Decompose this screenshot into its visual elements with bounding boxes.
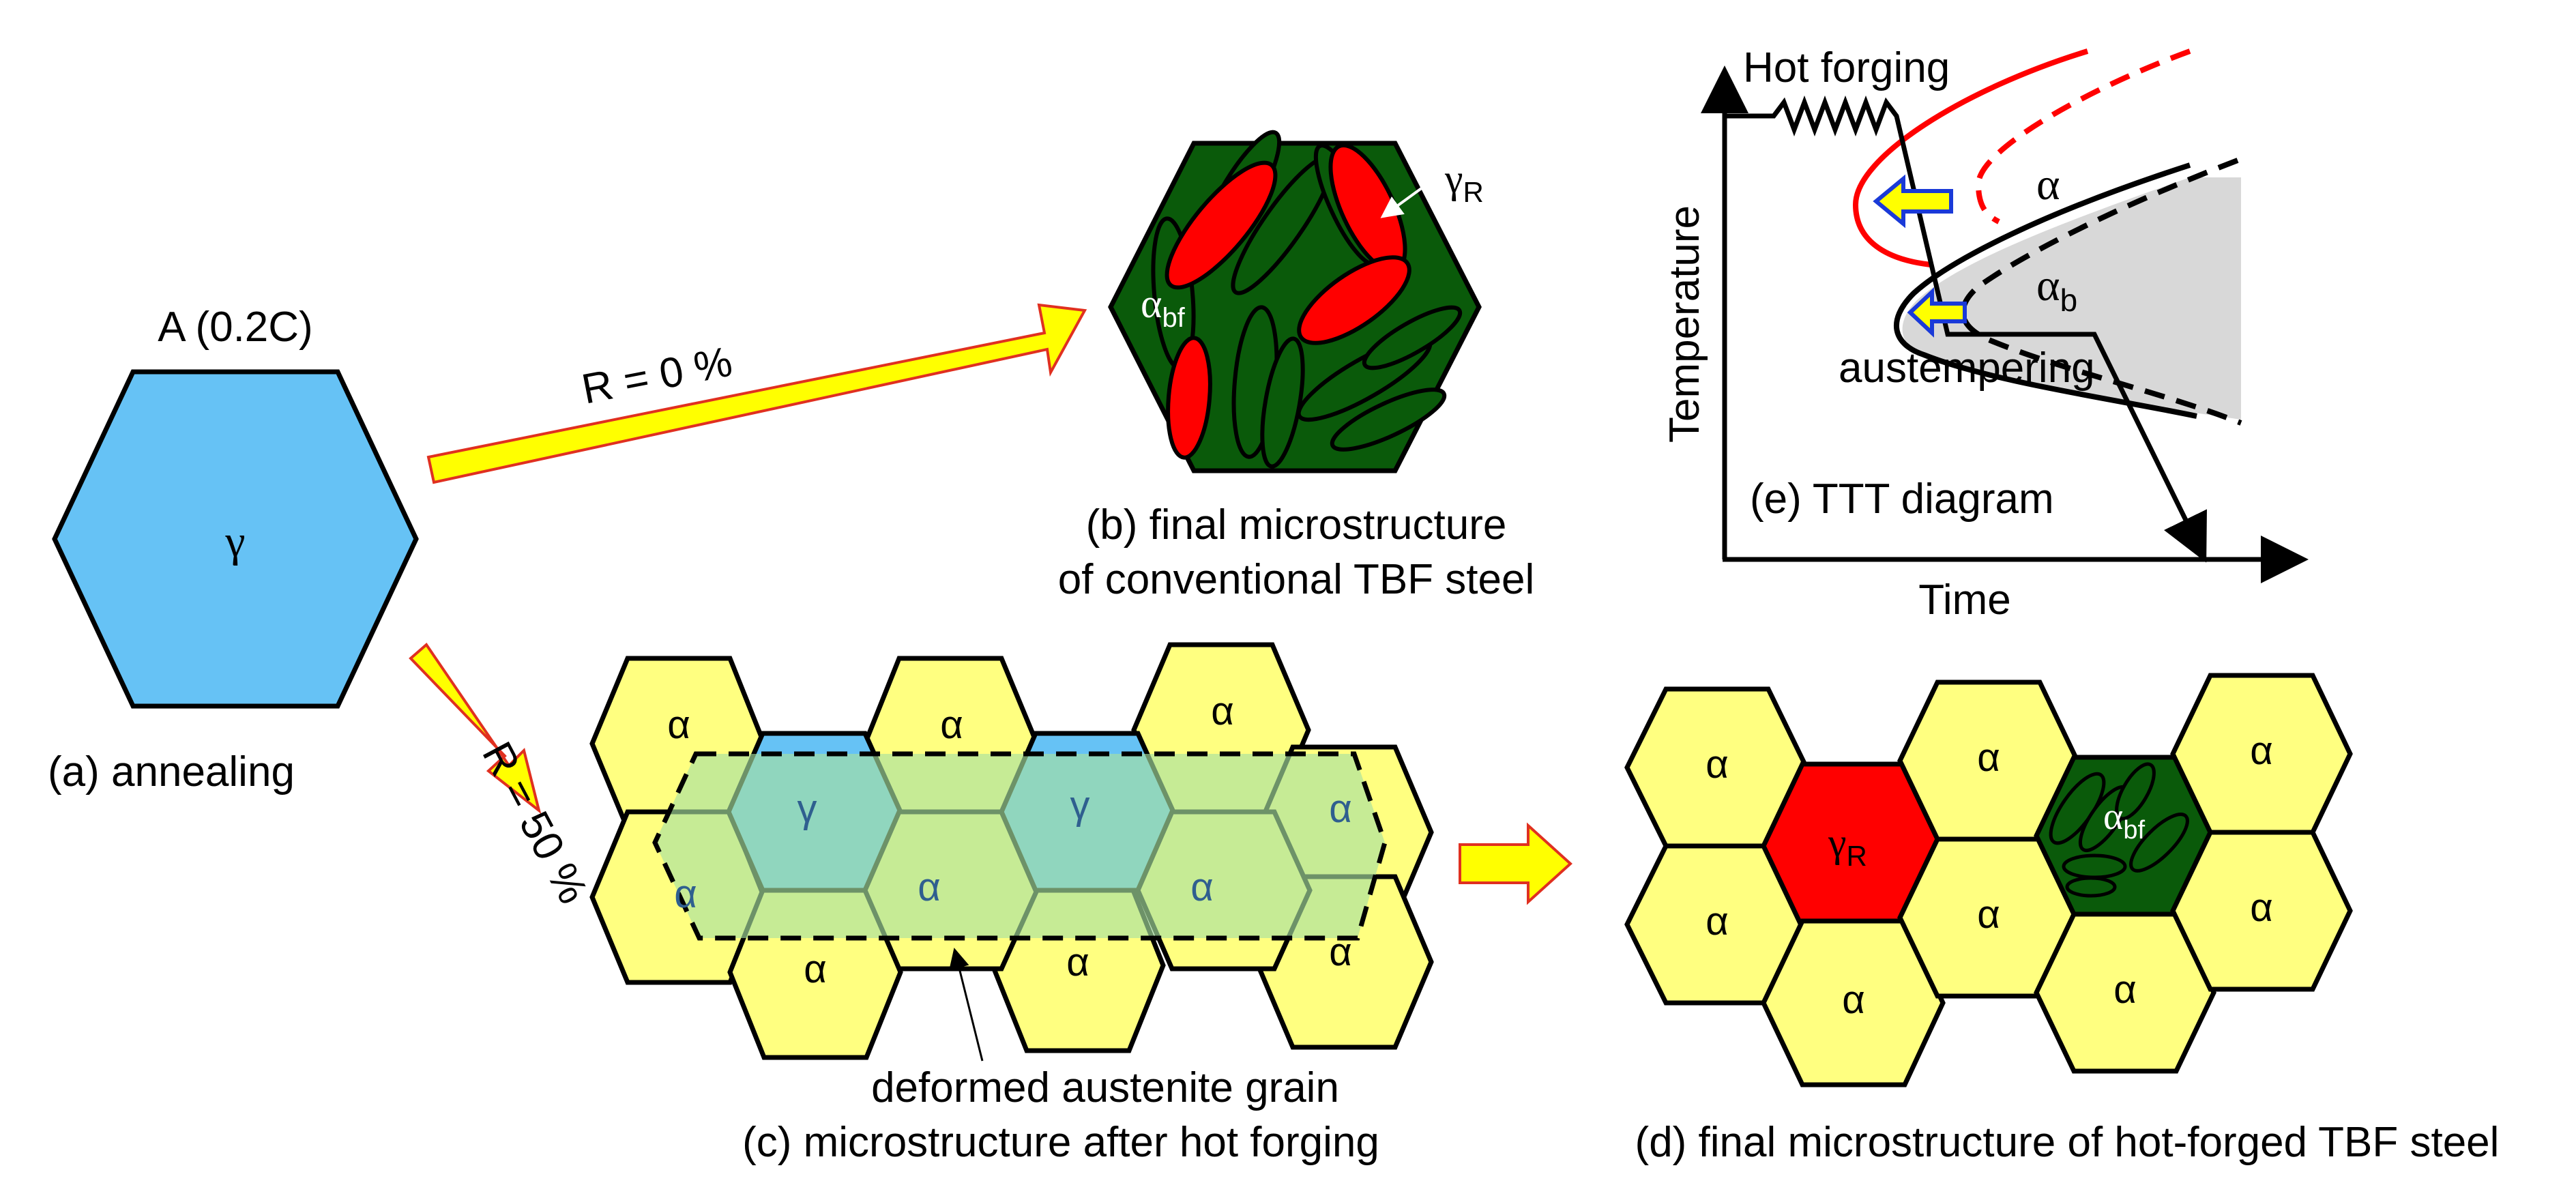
phase-label-alpha: α bbox=[2250, 729, 2273, 773]
phase-label-alpha: α bbox=[2113, 967, 2137, 1012]
phase-label-alpha: α bbox=[674, 872, 697, 916]
alpha-bf-label: αbf bbox=[2103, 795, 2145, 845]
retained-austenite-island bbox=[1165, 160, 1278, 290]
deformed-austenite-grain-outline bbox=[652, 751, 1388, 941]
phase-label-alpha: α bbox=[1329, 930, 1352, 974]
phase-label-alpha: α bbox=[940, 703, 963, 747]
panel-b: γR αbf (b) final microstructure of conve… bbox=[1058, 130, 1534, 603]
bainite-start-curve bbox=[1893, 162, 2197, 419]
phase-label-gamma: γ bbox=[1070, 783, 1090, 828]
retained-austenite-islands bbox=[1165, 143, 1411, 460]
caption-e: (e) TTT diagram bbox=[1750, 476, 2054, 523]
phase-label-alpha: α bbox=[1066, 940, 1089, 984]
bainite-region bbox=[1902, 177, 2241, 420]
phase-label-gamma: γ bbox=[797, 787, 817, 831]
phase-label-alpha: α bbox=[1329, 787, 1352, 831]
phase-label-alpha: α bbox=[1977, 735, 2000, 780]
panel-e-ttt-diagram: Hot forging α αb austempering (e) TTT di… bbox=[1661, 44, 2309, 624]
bainite-transform-arrow bbox=[1907, 287, 1967, 338]
arrow-r0: R = 0 % bbox=[426, 303, 1087, 484]
panel-c: α α α α α α α α α α γ γ deformed austeni… bbox=[589, 642, 1434, 1166]
ferrite-grain bbox=[2170, 830, 2353, 992]
process-arrow-forging bbox=[1459, 822, 1572, 905]
austempering-label: austempering bbox=[1839, 345, 2095, 392]
ferrite-region-label: α bbox=[2036, 160, 2060, 209]
caption-a: (a) annealing bbox=[48, 748, 295, 795]
phase-label-alpha: α bbox=[1842, 978, 1865, 1022]
phase-label-alpha: α bbox=[1211, 689, 1234, 733]
caption-c: (c) microstructure after hot forging bbox=[742, 1119, 1379, 1166]
phase-label-alpha: α bbox=[1706, 899, 1729, 944]
phase-label-alpha: α bbox=[804, 947, 827, 991]
phase-label-alpha: α bbox=[1706, 742, 1729, 787]
alpha-bf-label: αbf bbox=[1141, 281, 1186, 333]
process-arrow-r0 bbox=[426, 303, 1087, 484]
ferrite-start-curve bbox=[1852, 48, 2089, 267]
process-end-arrow bbox=[2164, 509, 2207, 563]
gamma-r-pointer bbox=[1380, 186, 1424, 218]
phase-label-alpha: α bbox=[667, 703, 690, 747]
y-axis-label: Temperature bbox=[1661, 205, 1708, 443]
bainite-region-label: αb bbox=[2036, 261, 2077, 318]
austenite-phase-label: γ bbox=[224, 516, 245, 566]
ferrite-avoid-arrow bbox=[1873, 174, 1953, 229]
austenite-grain-hexagon bbox=[52, 369, 419, 709]
retained-austenite-island bbox=[1166, 336, 1212, 460]
reduction-label-r50: R = 50 % bbox=[473, 735, 596, 911]
panel-a: γ A (0.2C) (a) annealing bbox=[48, 304, 419, 795]
arrow-r50: R = 50 % bbox=[409, 643, 597, 911]
deformed-grain-label: deformed austenite grain bbox=[871, 1064, 1339, 1111]
phase-label-alpha: α bbox=[1190, 865, 1214, 909]
x-axis-label: Time bbox=[1918, 576, 2010, 624]
phase-label-alpha: α bbox=[1977, 892, 2000, 937]
retained-austenite-island bbox=[1297, 255, 1411, 345]
phase-label-alpha: α bbox=[2250, 886, 2273, 930]
gamma-r-label: γR bbox=[1828, 820, 1867, 872]
caption-b-line1: (b) final microstructure bbox=[1086, 501, 1507, 549]
thermal-process-path bbox=[1726, 96, 2203, 551]
arrow-c-to-d bbox=[1459, 822, 1572, 905]
caption-d: (d) final microstructure of hot-forged T… bbox=[1635, 1119, 2500, 1166]
ferrite-finish-curve bbox=[1975, 48, 2191, 224]
phase-label-alpha: α bbox=[918, 865, 941, 909]
hot-forging-label: Hot forging bbox=[1743, 44, 1950, 91]
bainite-finish-curve bbox=[1960, 158, 2242, 426]
panel-d: α α α α α α α α γR αbf (d) final microst… bbox=[1624, 673, 2500, 1166]
bainitic-ferrite-laths bbox=[2049, 762, 2189, 898]
deformed-grain-pointer bbox=[949, 948, 984, 1062]
gamma-r-label: γR bbox=[1444, 156, 1484, 208]
process-arrow-r50 bbox=[409, 643, 542, 815]
composition-label: A (0.2C) bbox=[158, 304, 312, 351]
caption-b-line2: of conventional TBF steel bbox=[1058, 556, 1534, 603]
